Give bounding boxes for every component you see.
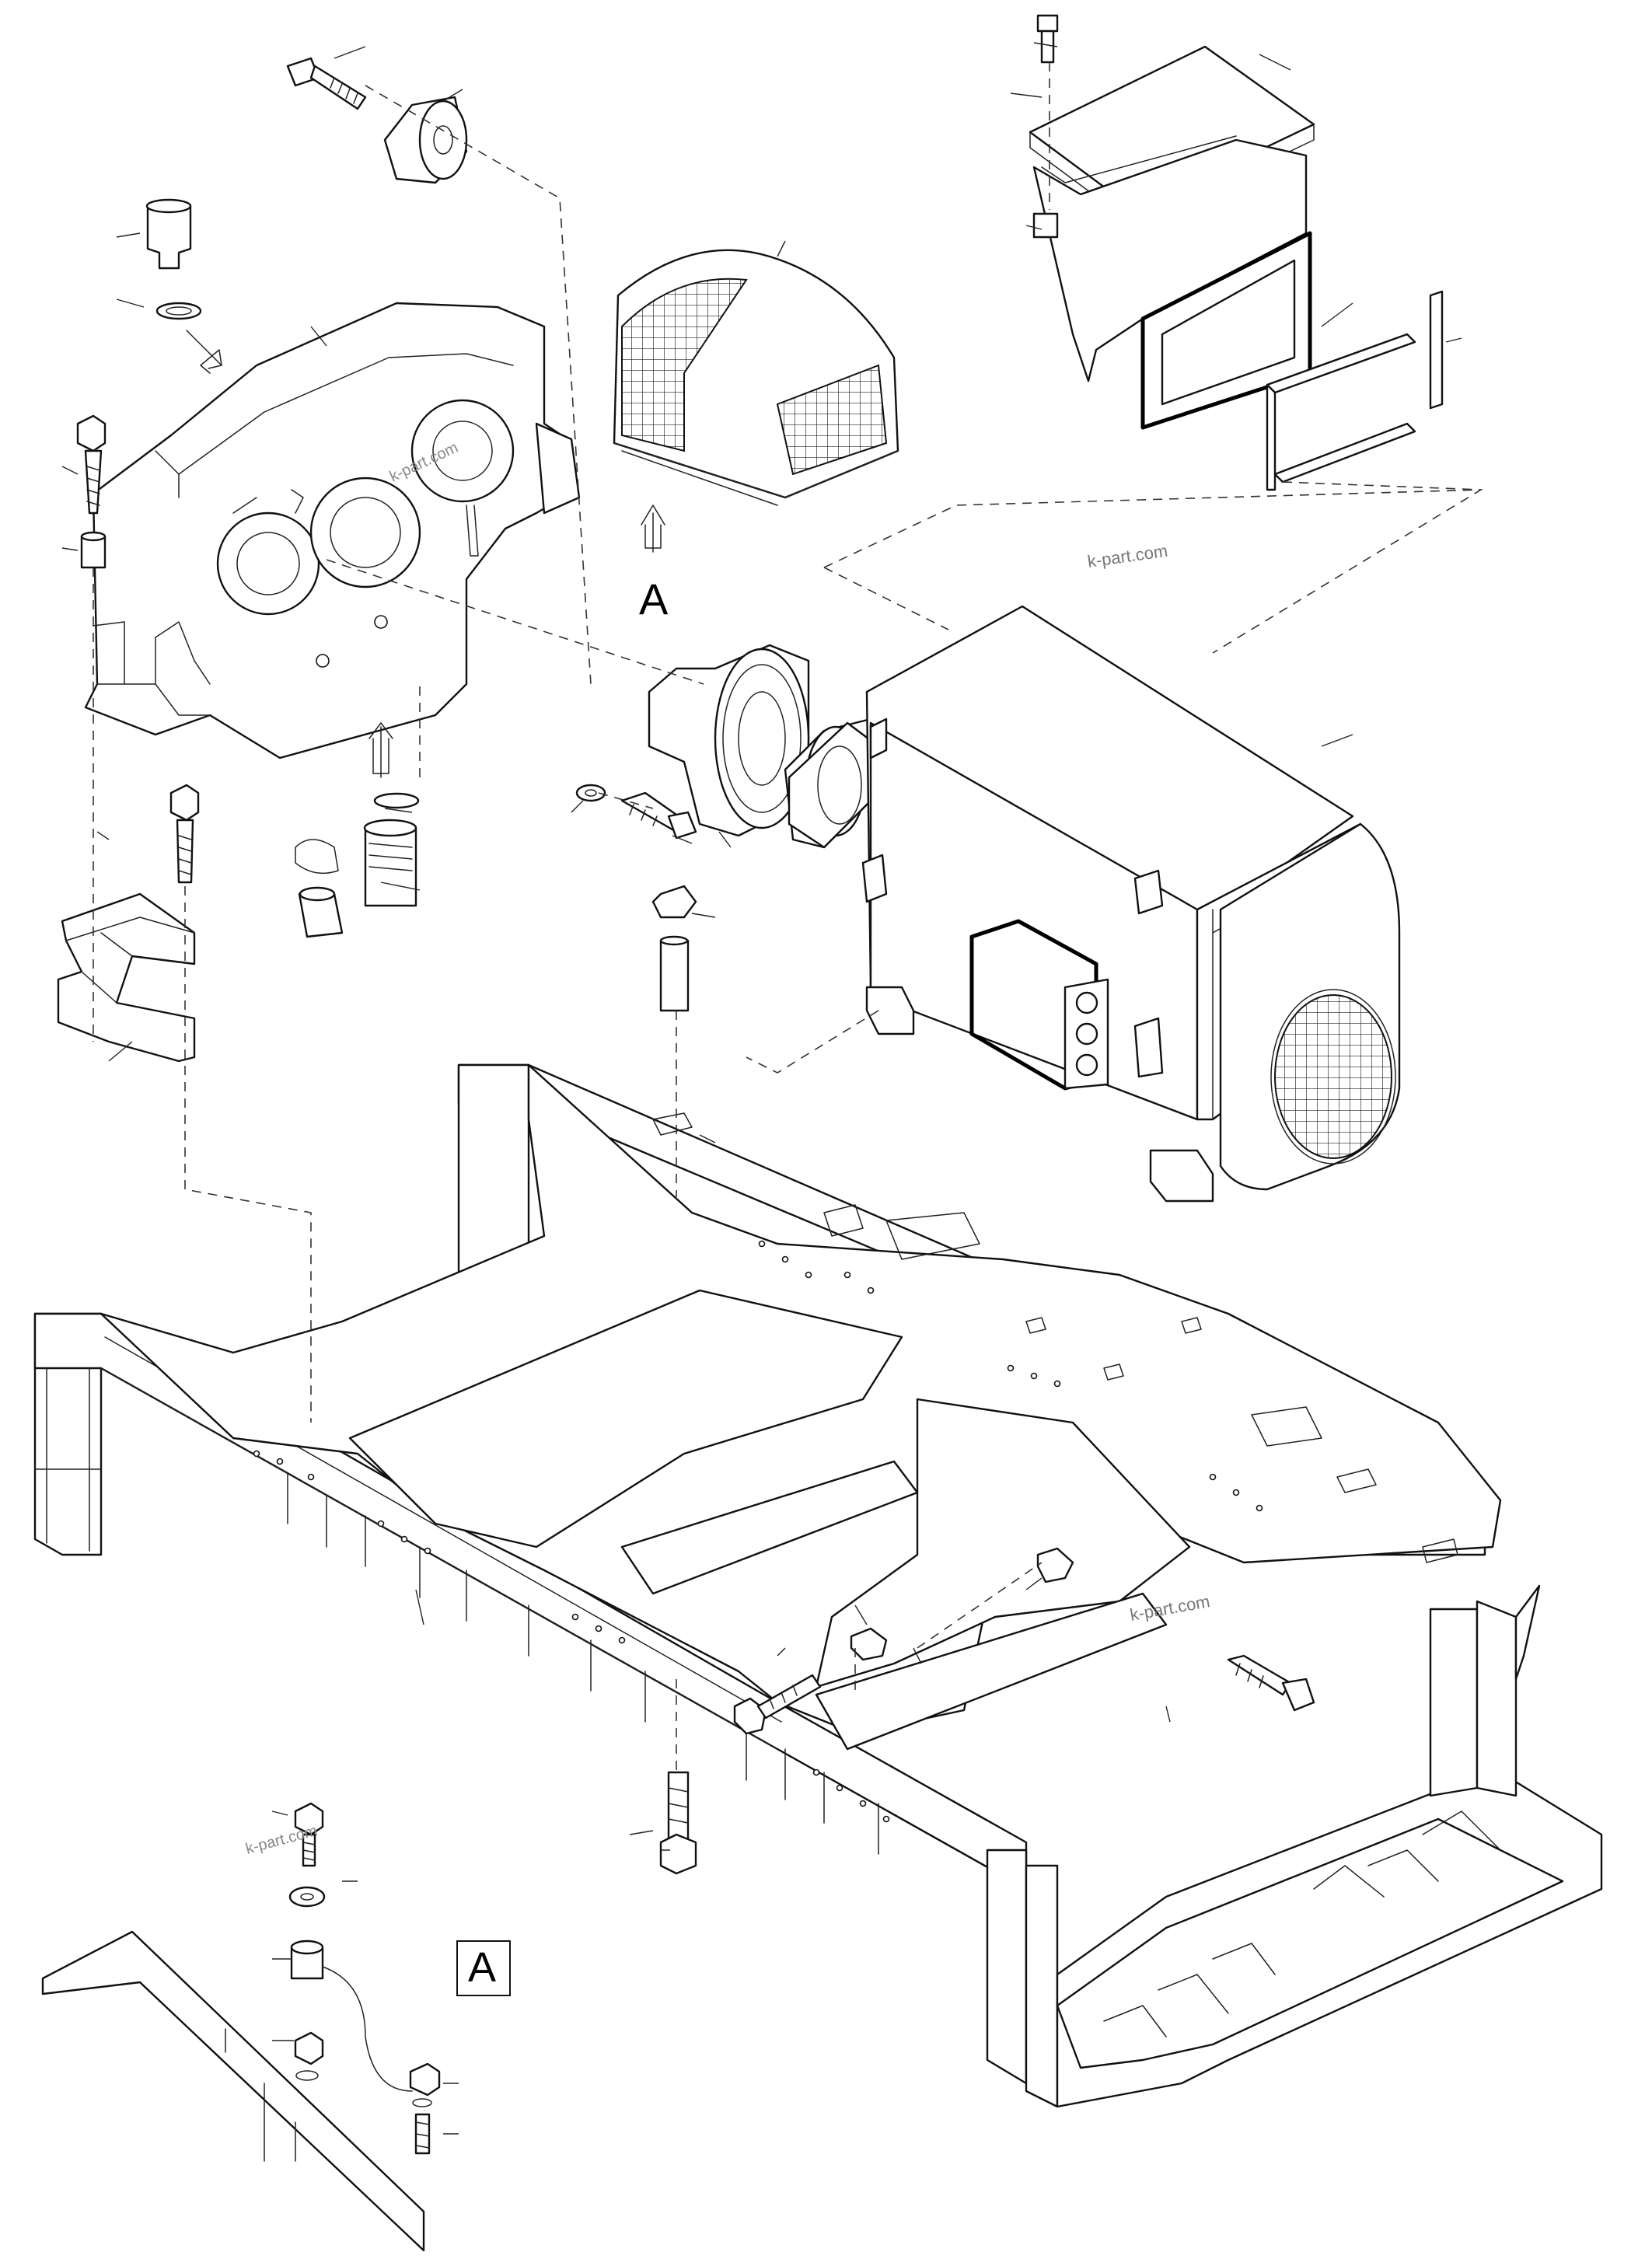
filter-frame — [1266, 290, 1444, 491]
coupling-guard — [613, 249, 899, 506]
detail-a-base — [41, 1930, 425, 2252]
detail-a-hardware — [288, 1802, 441, 2155]
watermark: k-part.com — [1086, 541, 1168, 571]
assembly-center-lines — [93, 62, 1483, 1851]
gearbox-housing — [84, 302, 581, 759]
view-arrow-gearbox — [186, 330, 222, 374]
air-inlet-hopper — [1029, 45, 1315, 430]
frame-nut — [850, 1547, 1074, 1661]
part-leader-lines — [61, 42, 1462, 2135]
drain-plug-set — [295, 792, 420, 938]
hopper-screw — [1032, 14, 1059, 239]
detail-a-box: A — [456, 1940, 511, 1996]
frame-bolt-left — [733, 1674, 822, 1735]
view-arrow-up-A — [641, 505, 665, 553]
stud-bolt-left — [76, 414, 107, 569]
detail-label-A: A — [468, 1944, 496, 1991]
stud-bolt-middle — [169, 784, 200, 884]
frame-bolt-right — [1227, 1654, 1315, 1712]
view-arrow-up-bottom — [368, 722, 393, 778]
spacer-sleeve — [651, 885, 697, 1012]
electric-motor — [861, 605, 1401, 1203]
support-block — [57, 892, 196, 1063]
breather-plug — [145, 198, 202, 320]
base-frame — [33, 1063, 1603, 2108]
vertical-bolt-bottom — [659, 1771, 697, 1875]
hub-bolt — [575, 784, 697, 840]
bolt-top — [286, 57, 367, 110]
coupling-roller — [383, 96, 468, 184]
view-label-A: A — [639, 574, 669, 623]
